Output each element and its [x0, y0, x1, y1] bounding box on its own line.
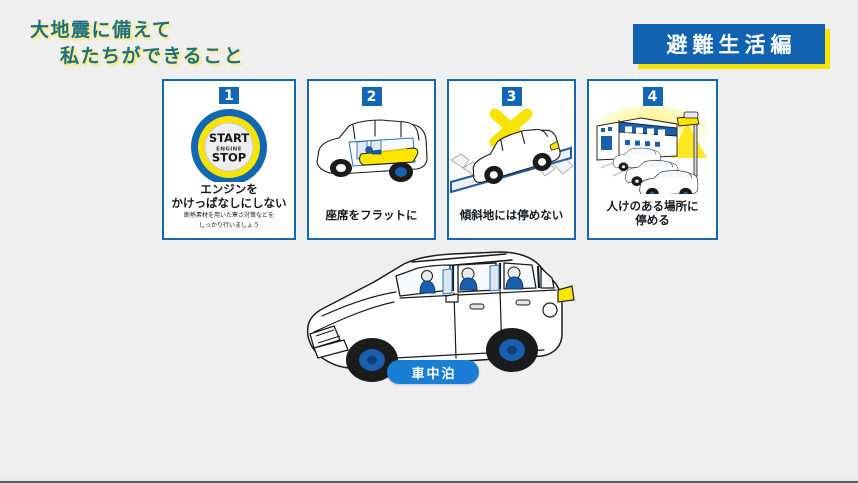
tips-card-row: 1 START ENGINE STOP エンジンを かけっぱなしにしない 断熱素…	[162, 79, 718, 240]
svg-text:ENGINE: ENGINE	[216, 147, 242, 153]
engine-start-stop-button-icon: START ENGINE STOP	[164, 104, 294, 183]
tip-card-1-text: エンジンを かけっぱなしにしない 断熱素材を用いた寒さ対策などを しっかり行いま…	[164, 182, 294, 238]
tip-card-3-text: 傾斜地には停めない	[449, 208, 574, 238]
svg-text:START: START	[209, 131, 249, 145]
page-title: 大地震に備えて 私たちができること	[30, 18, 360, 69]
tip-card-4-number: 4	[642, 87, 663, 106]
white-suv-illustration	[300, 248, 582, 388]
hero-label-badge: 車中泊	[387, 360, 479, 384]
tip-card-2[interactable]: 2	[307, 79, 436, 240]
tip-card-4-text: 人けのある場所に 停める	[589, 199, 716, 238]
building-icon	[596, 117, 678, 161]
section-badge-label: 避難生活編	[666, 33, 797, 57]
front-wheel	[346, 338, 398, 382]
tip-card-2-number: 2	[361, 87, 382, 106]
svg-text:STOP: STOP	[212, 151, 246, 165]
parking-lot-near-building-icon	[589, 106, 716, 199]
tip-card-3-caption-line-1: 傾斜地には停めない	[459, 207, 564, 222]
hero-label-text: 車中泊	[411, 366, 457, 382]
car-flat-seats-icon	[309, 106, 434, 208]
occupants	[419, 264, 524, 295]
tip-card-3-number: 3	[501, 87, 522, 106]
rear-wheel	[486, 328, 538, 372]
tip-card-2-text: 座席をフラットに	[309, 208, 434, 238]
section-badge: 避難生活編	[633, 24, 830, 69]
tip-card-2-caption-line-1: 座席をフラットに	[325, 207, 418, 222]
tip-card-3[interactable]: 3	[447, 79, 576, 240]
tip-card-1-number: 1	[219, 87, 239, 105]
page-title-line-2: 私たちができること	[60, 45, 245, 67]
page-title-line-1: 大地震に備えて	[30, 20, 173, 41]
tip-card-4-caption-line-2: 停める	[635, 212, 670, 227]
tip-card-1-subcaption-line-2: しっかり行いましょう	[198, 222, 259, 230]
tip-card-1-caption-line-2: かけっぱなしにしない	[171, 196, 287, 211]
tip-card-1-subcaption-line-1: 断熱素材を用いた寒さ対策などを	[183, 212, 274, 220]
tip-card-1-caption-line-1: エンジンを	[200, 182, 258, 197]
bottom-divider	[0, 477, 858, 483]
tip-card-1[interactable]: 1 START ENGINE STOP エンジンを かけっぱなしにしない 断熱素…	[162, 79, 296, 240]
street-lamp-icon	[676, 111, 700, 177]
tip-card-4[interactable]: 4	[587, 79, 718, 240]
tip-card-4-caption-line-1: 人けのある場所に	[606, 198, 699, 213]
car-on-slope-prohibited-icon	[449, 106, 574, 208]
section-badge-box: 避難生活編	[633, 24, 825, 64]
